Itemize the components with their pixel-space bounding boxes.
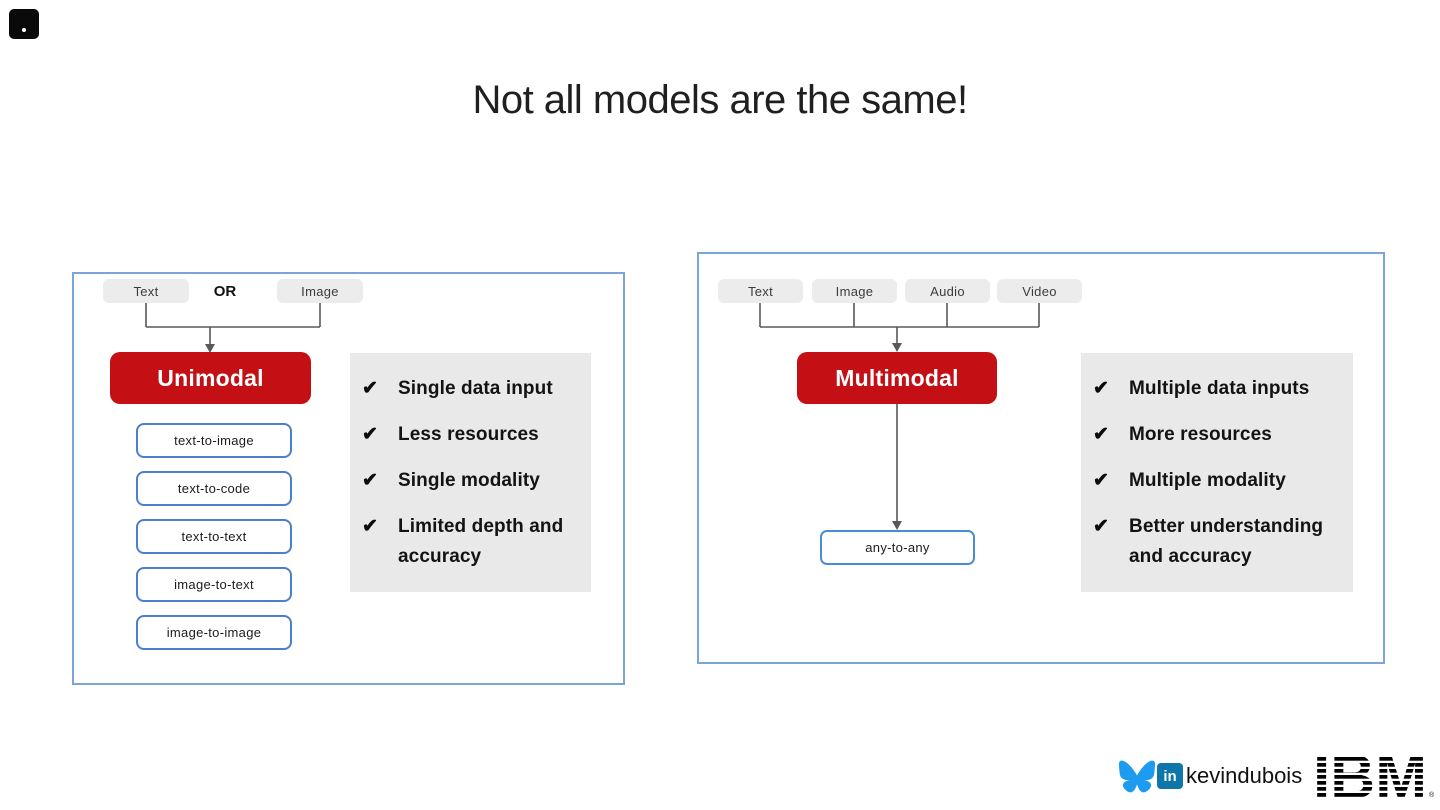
social-handle: kevindubois <box>1186 763 1303 788</box>
unimodal-box: Unimodal <box>110 352 311 404</box>
page-title: Not all models are the same! <box>472 78 968 122</box>
check-icon: ✔ <box>362 470 378 491</box>
feature-item: ✔ Single modality <box>362 466 573 496</box>
unimodal-features-list: ✔ Single data input ✔ Less resources ✔ S… <box>350 353 591 592</box>
model-type-box: image-to-image <box>136 615 292 650</box>
multimodal-panel: Text Image Audio Video Multimodal any-to… <box>697 252 1385 664</box>
registered-trademark: ® <box>1429 792 1435 799</box>
feature-item: ✔ Multiple data inputs <box>1093 374 1335 404</box>
feature-text: Less resources <box>398 424 539 445</box>
ibm-logo: IBM <box>1313 751 1428 799</box>
feature-text: Better understanding and accuracy <box>1129 516 1324 567</box>
feature-text: More resources <box>1129 424 1272 445</box>
check-icon: ✔ <box>362 424 378 445</box>
model-type-box: text-to-image <box>136 423 292 458</box>
model-type-box: text-to-code <box>136 471 292 506</box>
check-icon: ✔ <box>1093 470 1109 491</box>
or-label: OR <box>213 282 237 300</box>
feature-item: ✔ Better understanding and accuracy <box>1093 512 1335 572</box>
input-chip-audio: Audio <box>905 279 990 303</box>
feature-item: ✔ Multiple modality <box>1093 466 1335 496</box>
unimodal-panel: Text OR Image Unimodal text-to-image tex… <box>72 272 625 685</box>
input-chip-text: Text <box>103 279 189 303</box>
corner-black-square <box>9 9 39 39</box>
check-icon: ✔ <box>1093 424 1109 445</box>
multimodal-features-list: ✔ Multiple data inputs ✔ More resources … <box>1081 353 1353 592</box>
bluesky-butterfly-icon <box>1118 760 1156 793</box>
feature-text: Multiple data inputs <box>1129 378 1310 399</box>
input-chip-video: Video <box>997 279 1082 303</box>
model-type-box: text-to-text <box>136 519 292 554</box>
check-icon: ✔ <box>1093 516 1109 537</box>
check-icon: ✔ <box>362 516 378 537</box>
feature-text: Multiple modality <box>1129 470 1286 491</box>
multimodal-box: Multimodal <box>797 352 997 404</box>
linkedin-icon: in <box>1157 763 1183 789</box>
feature-item: ✔ More resources <box>1093 420 1335 450</box>
any-to-any-box: any-to-any <box>820 530 975 565</box>
input-chip-text: Text <box>718 279 803 303</box>
check-icon: ✔ <box>1093 378 1109 399</box>
feature-text: Single modality <box>398 470 540 491</box>
feature-item: ✔ Single data input <box>362 374 573 404</box>
feature-item: ✔ Less resources <box>362 420 573 450</box>
input-chip-image: Image <box>277 279 363 303</box>
check-icon: ✔ <box>362 378 378 399</box>
feature-text: Single data input <box>398 378 553 399</box>
model-type-box: image-to-text <box>136 567 292 602</box>
feature-item: ✔ Limited depth and accuracy <box>362 512 573 572</box>
feature-text: Limited depth and accuracy <box>398 516 564 567</box>
input-chip-image: Image <box>812 279 897 303</box>
corner-dot <box>22 28 26 32</box>
